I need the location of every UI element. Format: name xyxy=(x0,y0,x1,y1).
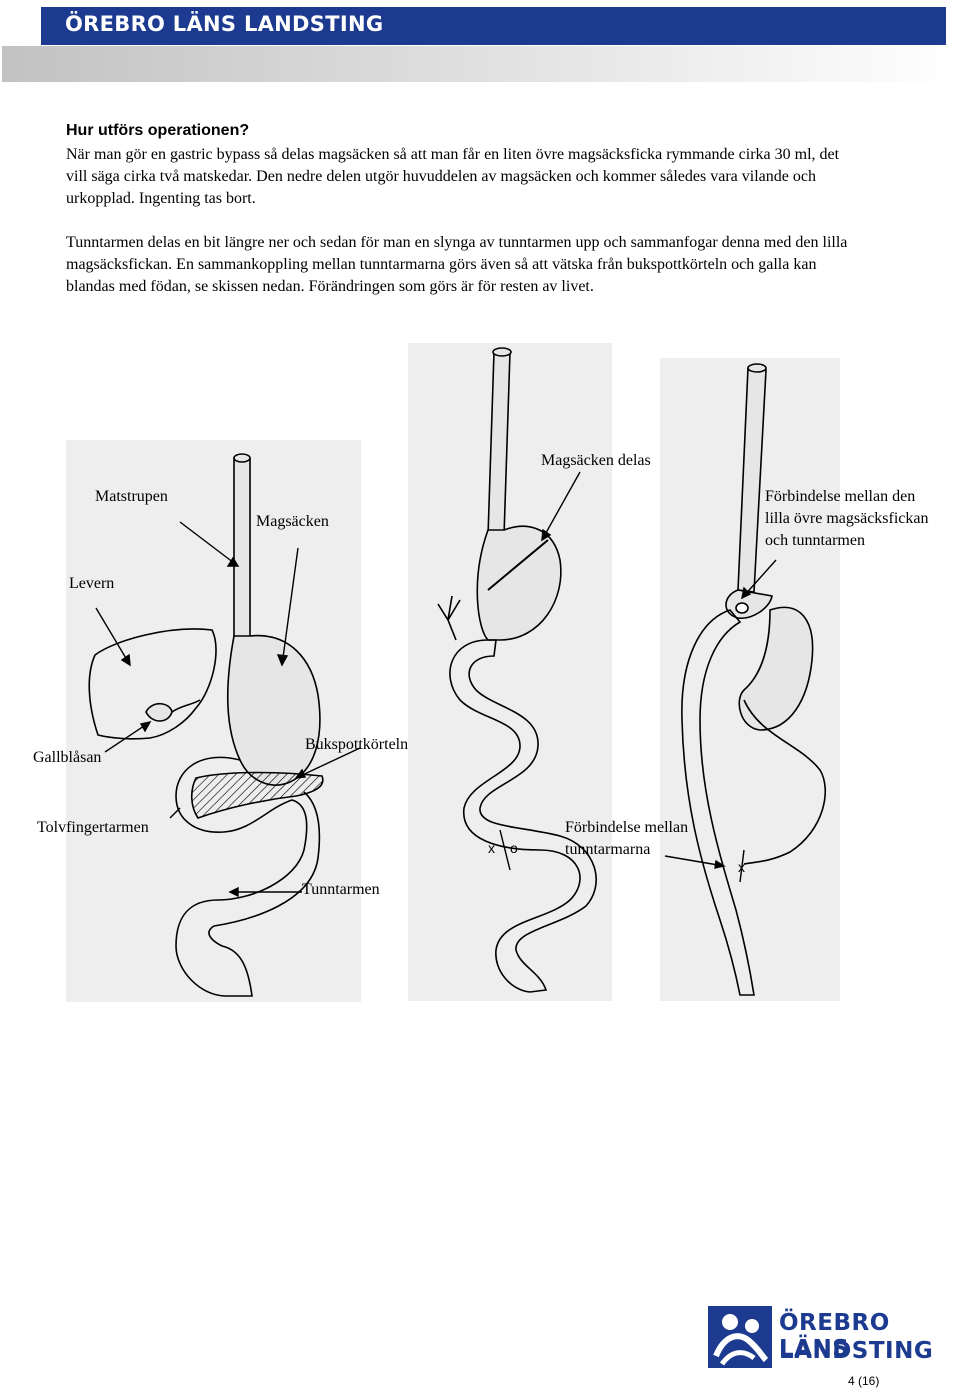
label-tolvfingertarmen: Tolvfingertarmen xyxy=(37,819,149,836)
label-forbindelse-tunntarmarna-line1: Förbindelse mellan xyxy=(565,819,689,836)
header-title: ÖREBRO LÄNS LANDSTING xyxy=(65,12,384,36)
gallbladder-shape xyxy=(145,702,173,722)
label-gallblasan: Gallblåsan xyxy=(33,749,102,766)
label-forbindelse-line1: Förbindelse mellan den xyxy=(765,488,916,505)
stomach-upper-2 xyxy=(476,525,562,641)
bypass-pointer-arrows xyxy=(664,559,777,869)
svg-text:x: x xyxy=(488,840,495,856)
anatomy-drawing xyxy=(88,453,324,997)
liver-shape xyxy=(88,628,217,740)
label-forbindelse-tunntarmarna-line2: tunntarmarna xyxy=(565,841,651,858)
label-forbindelse-line2: lilla övre magsäcksfickan xyxy=(765,510,929,527)
esophagus-tube xyxy=(233,457,251,641)
roux-limb-3 xyxy=(681,609,755,996)
header-bar: ÖREBRO LÄNS LANDSTING xyxy=(41,7,946,45)
stomach-shape xyxy=(226,634,321,786)
bile-duct xyxy=(171,699,201,713)
logo-text-line2: LANDSTING xyxy=(779,1338,934,1364)
label-magsacken-delas: Magsäcken delas xyxy=(541,452,651,469)
esophagus-tube-3 xyxy=(737,367,767,593)
label-matstrupen: Matstrupen xyxy=(95,488,168,505)
duodenum-loop xyxy=(175,756,321,997)
paragraph-1: När man gör en gastric bypass så delas m… xyxy=(66,146,840,207)
header-gradient-band xyxy=(2,46,960,82)
paragraph-2: Tunntarmen delas en bit längre ner och s… xyxy=(66,234,848,295)
logo-text-line1: ÖREBRO LÄNS xyxy=(779,1310,890,1362)
page-number: 4 (16) xyxy=(848,1374,880,1388)
bypass-drawing: x xyxy=(681,363,827,996)
division-drawing: x o xyxy=(437,347,597,993)
label-tunntarmen: Tunntarmen xyxy=(302,881,380,898)
svg-text:x: x xyxy=(738,859,745,875)
pancreas-shape xyxy=(190,771,324,819)
section-heading: Hur utförs operationen? xyxy=(66,122,250,139)
biliary-limb-3 xyxy=(743,699,827,865)
landsting-logo-icon xyxy=(708,1306,772,1368)
svg-text:o: o xyxy=(510,840,518,856)
label-levern: Levern xyxy=(69,575,115,592)
esophagus-tube-2 xyxy=(487,351,511,537)
anatomy-pointer-arrows xyxy=(95,521,361,898)
small-intestine-2 xyxy=(449,639,597,993)
label-magsacken: Magsäcken xyxy=(256,513,329,530)
figure-panel-division xyxy=(408,343,612,1001)
label-forbindelse-line3: och tunntarmen xyxy=(765,532,865,549)
bypassed-stomach-3 xyxy=(738,606,814,731)
label-bukspottkorteln: Bukspottkörteln xyxy=(305,736,409,753)
division-pointer-arrow xyxy=(541,471,581,542)
